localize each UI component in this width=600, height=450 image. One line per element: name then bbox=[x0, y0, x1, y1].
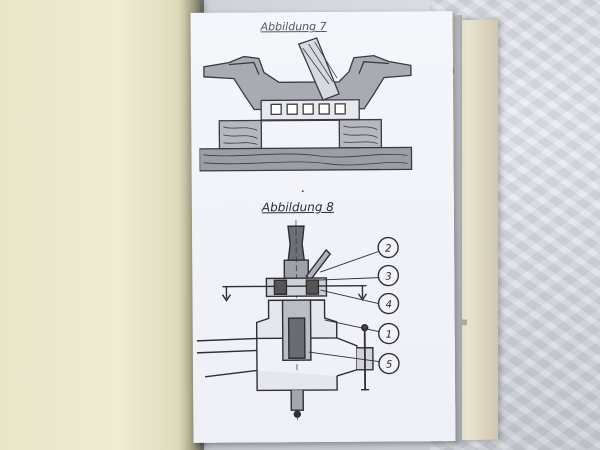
page-dot bbox=[301, 190, 304, 193]
callout-label: 4 bbox=[386, 300, 392, 311]
figure-8-caption: Abbildung 8 bbox=[261, 199, 334, 215]
callout-label: 5 bbox=[386, 360, 392, 371]
figure-8-drawing: 2 3 4 1 5 bbox=[196, 220, 400, 421]
figure-7-caption: Abbildung 7 bbox=[260, 19, 327, 34]
callout-label: 2 bbox=[385, 244, 391, 255]
callout-label: 1 bbox=[386, 330, 392, 341]
page-stack-edge bbox=[454, 15, 462, 440]
binder-cover bbox=[0, 0, 200, 450]
figure-7-drawing bbox=[198, 37, 413, 172]
drawing-page: Abbildung 7 bbox=[190, 11, 456, 443]
callout-label: 3 bbox=[385, 272, 391, 283]
